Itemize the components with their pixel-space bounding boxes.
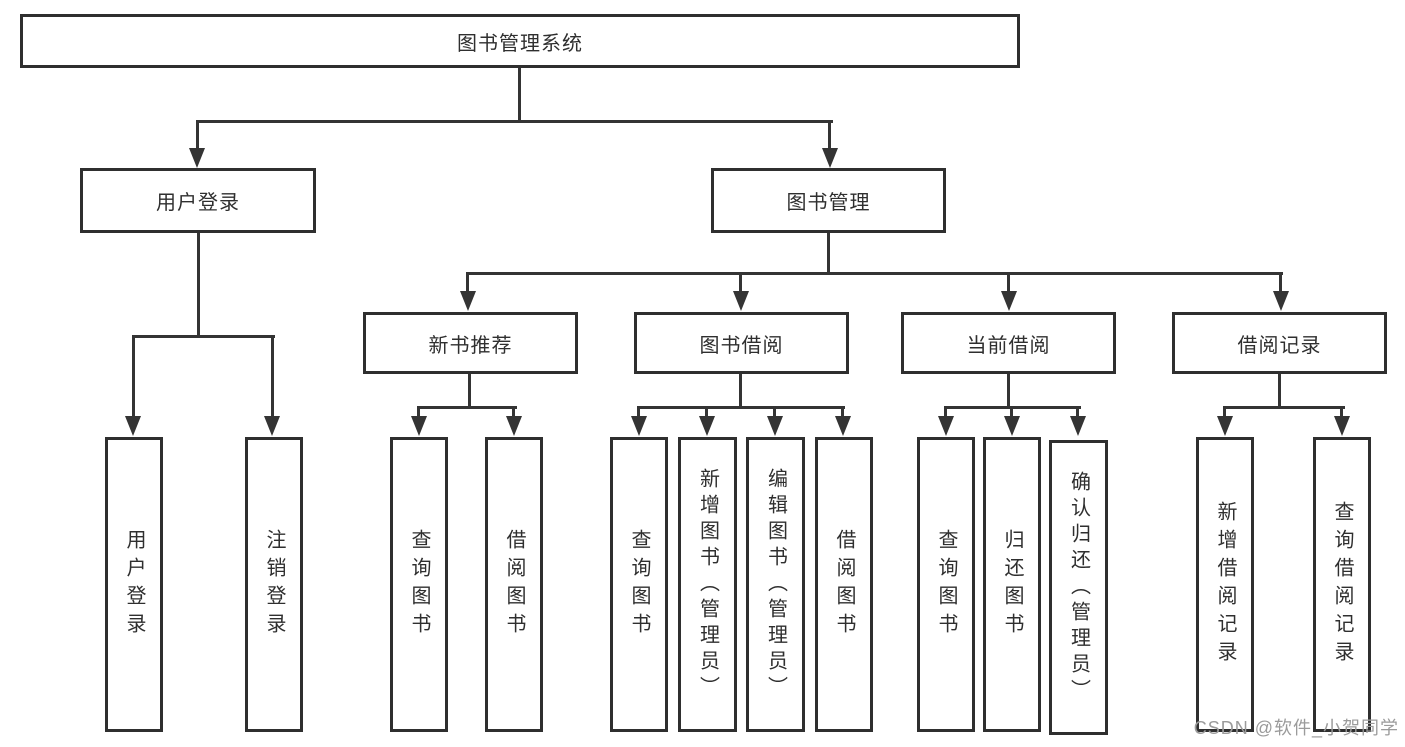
connector-line	[1279, 274, 1282, 294]
connector-line	[841, 408, 844, 420]
leaf-query-borrow-record: 查询借阅记录	[1313, 437, 1371, 732]
leaf-user-login: 用户登录	[105, 437, 163, 732]
connector-line	[512, 408, 515, 420]
connector-line	[1007, 274, 1010, 294]
leaf-confirm-return-admin: 确认归还（管理员）	[1049, 440, 1108, 735]
node-label: 新书推荐	[428, 334, 513, 357]
leaf-label: 查询图书	[408, 528, 430, 641]
node-book-borrowing: 图书借阅	[634, 312, 849, 374]
connector-line	[466, 272, 1283, 275]
node-current-borrowing: 当前借阅	[901, 312, 1116, 374]
arrowhead-down-icon	[264, 416, 280, 436]
leaf-label: 注销登录	[263, 528, 285, 641]
leaf-label: 用户登录	[123, 528, 145, 641]
connector-line	[944, 408, 947, 420]
arrowhead-down-icon	[125, 416, 141, 436]
connector-line	[197, 233, 200, 338]
leaf-label: 查询图书	[628, 528, 650, 641]
leaf-label: 确认归还（管理员）	[1067, 470, 1090, 705]
leaf-label: 新增借阅记录	[1214, 500, 1236, 669]
connector-line	[196, 120, 833, 123]
arrowhead-down-icon	[506, 416, 522, 436]
connector-line	[705, 408, 708, 420]
watermark-text: CSDN @软件_小贺同学	[1193, 718, 1399, 738]
connector-line	[1223, 408, 1226, 420]
arrowhead-down-icon	[1217, 416, 1233, 436]
arrowhead-down-icon	[835, 416, 851, 436]
leaf-query-books-newbooks: 查询图书	[390, 437, 448, 732]
arrowhead-down-icon	[1070, 416, 1086, 436]
arrowhead-down-icon	[411, 416, 427, 436]
node-book-management: 图书管理	[711, 168, 946, 233]
arrowhead-down-icon	[938, 416, 954, 436]
leaf-borrow-books-newbooks: 借阅图书	[485, 437, 543, 732]
node-label: 图书管理	[786, 192, 871, 214]
leaf-label: 编辑图书（管理员）	[764, 467, 787, 702]
connector-line	[1278, 374, 1281, 409]
arrowhead-down-icon	[699, 416, 715, 436]
leaf-label: 查询图书	[935, 528, 957, 641]
connector-line	[1223, 406, 1345, 409]
connector-line	[1340, 408, 1343, 420]
leaf-edit-books-admin: 编辑图书（管理员）	[746, 437, 805, 732]
connector-line	[417, 408, 420, 420]
connector-line	[132, 335, 275, 338]
leaf-logout-login: 注销登录	[245, 437, 303, 732]
connector-line	[739, 374, 742, 409]
leaf-return-books: 归还图书	[983, 437, 1041, 732]
connector-line	[827, 233, 830, 275]
arrowhead-down-icon	[631, 416, 647, 436]
leaf-query-books-current: 查询图书	[917, 437, 975, 732]
connector-line	[1076, 408, 1079, 420]
connector-line	[271, 337, 274, 420]
arrowhead-down-icon	[460, 291, 476, 311]
node-library-management-system: 图书管理系统	[20, 14, 1020, 68]
connector-line	[773, 408, 776, 420]
connector-line	[739, 274, 742, 294]
leaf-add-borrow-record: 新增借阅记录	[1196, 437, 1254, 732]
leaf-add-books-admin: 新增图书（管理员）	[678, 437, 737, 732]
node-label: 借阅记录	[1237, 334, 1322, 357]
node-new-book-recommend: 新书推荐	[363, 312, 578, 374]
arrowhead-down-icon	[1273, 291, 1289, 311]
connector-line	[944, 406, 1081, 409]
leaf-label: 借阅图书	[503, 528, 525, 641]
connector-line	[196, 122, 199, 152]
connector-line	[518, 68, 521, 123]
connector-line	[637, 408, 640, 420]
leaf-query-books-borrowing: 查询图书	[610, 437, 668, 732]
connector-line	[468, 374, 471, 409]
arrowhead-down-icon	[1004, 416, 1020, 436]
connector-line	[417, 406, 517, 409]
leaf-borrow-books-borrowing: 借阅图书	[815, 437, 873, 732]
arrowhead-down-icon	[189, 148, 205, 168]
leaf-label: 查询借阅记录	[1331, 500, 1353, 669]
node-label: 图书借阅	[699, 334, 784, 357]
node-label: 图书管理系统	[457, 32, 583, 55]
leaf-label: 借阅图书	[833, 528, 855, 641]
leaf-label: 归还图书	[1001, 528, 1023, 641]
node-user-login: 用户登录	[80, 168, 316, 233]
leaf-label: 新增图书（管理员）	[696, 467, 719, 702]
connector-line	[132, 337, 135, 420]
connector-line	[466, 274, 469, 294]
node-label: 用户登录	[156, 192, 240, 214]
arrowhead-down-icon	[733, 291, 749, 311]
arrowhead-down-icon	[822, 148, 838, 168]
node-borrowing-records: 借阅记录	[1172, 312, 1387, 374]
connector-line	[1007, 374, 1010, 409]
arrowhead-down-icon	[1334, 416, 1350, 436]
node-label: 当前借阅	[966, 334, 1051, 357]
arrowhead-down-icon	[1001, 291, 1017, 311]
connector-line	[828, 122, 831, 152]
arrowhead-down-icon	[767, 416, 783, 436]
connector-line	[1010, 408, 1013, 420]
connector-line	[637, 406, 845, 409]
